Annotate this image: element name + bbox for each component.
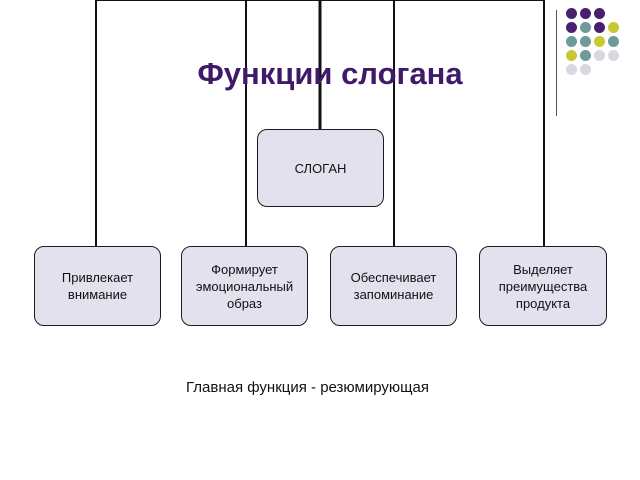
decorative-dot — [566, 36, 577, 47]
decorative-dot — [580, 36, 591, 47]
decorative-dot — [608, 22, 619, 33]
decorative-dot — [580, 64, 591, 75]
decorative-dot — [608, 50, 619, 61]
decorative-dot — [594, 36, 605, 47]
diagram-title: Функции слогана — [197, 56, 463, 91]
decorative-dot — [594, 8, 605, 19]
decorative-dot — [594, 22, 605, 33]
center-node-slogan: СЛОГАН — [257, 129, 384, 207]
function-node-memorability: Обеспечивает запоминание — [330, 246, 457, 326]
decorative-dot — [580, 22, 591, 33]
decorative-dot — [566, 22, 577, 33]
decorative-dot — [566, 50, 577, 61]
decorative-dot — [566, 8, 577, 19]
decorative-dot — [580, 50, 591, 61]
function-node-emotional-image: Формирует эмоциональный образ — [181, 246, 308, 326]
function-node-advantages: Выделяет преимущества продукта — [479, 246, 607, 326]
decorative-divider — [556, 10, 557, 116]
decorative-dot — [594, 50, 605, 61]
decorative-dot — [580, 8, 591, 19]
function-node-attention: Привлекает внимание — [34, 246, 161, 326]
decorative-dot — [566, 64, 577, 75]
decorative-dot — [608, 36, 619, 47]
caption-main-function: Главная функция - резюмирующая — [186, 379, 429, 396]
